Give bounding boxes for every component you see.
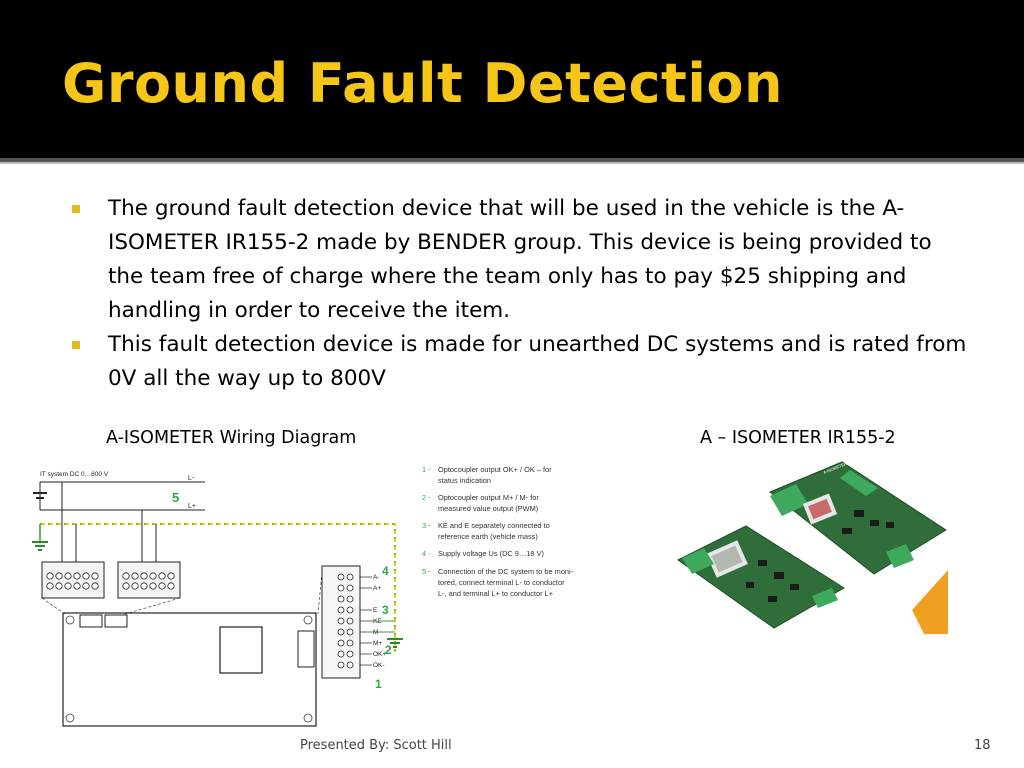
svg-text:Supply voltage Us (DC 9…18 V): Supply voltage Us (DC 9…18 V) — [438, 549, 544, 558]
callout-2: 2 — [385, 643, 392, 657]
wiring-diagram: IT system DC 0…800 V L- L+ 5 — [32, 465, 574, 727]
title-bar — [0, 0, 1024, 158]
square-bullet-icon — [72, 341, 80, 349]
terminal-label: E — [373, 607, 378, 614]
diagram-legend: 1 - Optocoupler output OK+ / OK – for st… — [422, 465, 574, 598]
ground-icon — [387, 638, 403, 648]
svg-text:3 -: 3 - — [422, 521, 431, 530]
square-bullet-icon — [72, 205, 80, 213]
connector-block-right — [117, 561, 181, 599]
callout-5: 5 — [172, 490, 179, 505]
footer-presenter: Presented By: Scott Hill — [300, 738, 452, 753]
line-label-l-minus: L- — [188, 475, 195, 482]
title-bar-divider-light — [0, 162, 1024, 164]
connector-block-left — [41, 561, 105, 599]
callout-4: 4 — [382, 564, 389, 578]
circuit-board-back: A-ISOMETER® iso-F1 IR155-2 — [769, 460, 947, 575]
svg-text:2 -: 2 - — [422, 493, 431, 502]
slide-title: Ground Fault Detection — [62, 52, 783, 115]
svg-text:reference earth (vehicle mass): reference earth (vehicle mass) — [438, 532, 538, 541]
terminal-label: A+ — [373, 585, 381, 592]
svg-text:Optocoupler output OK+ / OK –: Optocoupler output OK+ / OK – for — [438, 465, 552, 474]
svg-text:Optocoupler output M+ / M- for: Optocoupler output M+ / M- for — [438, 493, 539, 502]
bullet-item: The ground fault detection device that w… — [72, 192, 972, 328]
terminal-label: OK- — [373, 662, 385, 669]
callout-1: 1 — [375, 677, 382, 691]
circuit-board-front — [677, 525, 845, 629]
svg-text:L-, and terminal L+ to conduct: L-, and terminal L+ to conductor L+ — [438, 589, 553, 598]
svg-text:4 -: 4 - — [422, 549, 431, 558]
svg-text:measured value output (PWM): measured value output (PWM) — [438, 504, 538, 513]
svg-text:5 -: 5 - — [422, 567, 431, 576]
battery-icon — [33, 492, 47, 499]
terminal-label: OK+ — [373, 651, 386, 658]
callout-3: 3 — [382, 603, 389, 617]
bullet-text: The ground fault detection device that w… — [108, 196, 932, 323]
terminal-label: A- — [373, 574, 380, 581]
line-label-l-plus: L+ — [188, 503, 196, 510]
terminal-block: A- A+ E KE M- M+ OK+ OK- — [321, 565, 386, 679]
svg-text:Connection of the DC system to: Connection of the DC system to be moni- — [438, 567, 574, 576]
photo-caption: A – ISOMETER IR155-2 — [700, 428, 896, 448]
svg-text:1 -: 1 - — [422, 465, 431, 474]
bullet-text: This fault detection device is made for … — [108, 332, 967, 391]
page-number: 18 — [974, 738, 991, 753]
svg-text:KE and E separately connected: KE and E separately connected to — [438, 521, 550, 530]
svg-text:status indication: status indication — [438, 476, 491, 485]
system-label: IT system DC 0…800 V — [40, 471, 109, 478]
terminal-label: M+ — [373, 640, 382, 647]
title-bar-divider — [0, 158, 1024, 162]
diagram-caption: A-ISOMETER Wiring Diagram — [106, 428, 357, 448]
bullet-list: The ground fault detection device that w… — [72, 192, 972, 396]
bullet-item: This fault detection device is made for … — [72, 328, 972, 396]
device-board-outline — [62, 612, 317, 727]
svg-text:tored, connect terminal L- to: tored, connect terminal L- to conductor — [438, 578, 565, 587]
device-photo: A-ISOMETER® iso-F1 IR155-2 — [674, 460, 948, 634]
ground-icon — [32, 541, 48, 551]
